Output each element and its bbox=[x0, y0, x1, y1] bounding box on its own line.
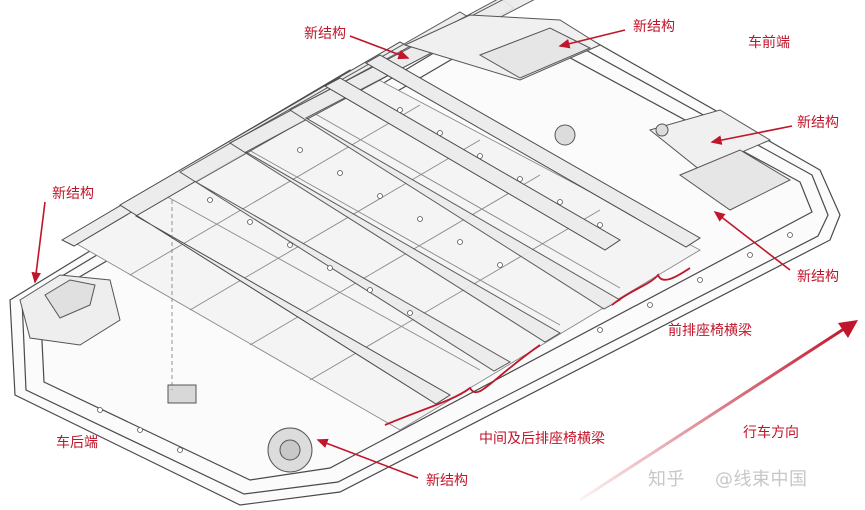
label-front-seat-crossbeam: 前排座椅横梁 bbox=[668, 323, 752, 339]
crossbeams bbox=[60, 0, 701, 405]
label-vehicle-rear-end: 车后端 bbox=[56, 435, 98, 451]
arrow-left bbox=[31, 201, 46, 284]
arrow-right-upper bbox=[710, 125, 793, 145]
label-new-structure-right-lower: 新结构 bbox=[797, 269, 839, 285]
label-middle-rear-seat-crossbeam: 中间及后排座椅横梁 bbox=[479, 431, 605, 447]
rear-end-components bbox=[19, 274, 313, 473]
label-vehicle-front-end: 车前端 bbox=[748, 35, 790, 51]
arrow-top-center bbox=[558, 29, 626, 49]
watermark-platform: 知乎 bbox=[648, 469, 685, 490]
driving-direction-arrow bbox=[579, 320, 858, 502]
label-new-structure-bottom: 新结构 bbox=[426, 473, 468, 489]
label-driving-direction: 行车方向 bbox=[743, 425, 799, 441]
arrow-top-left bbox=[349, 35, 410, 60]
arrow-bottom bbox=[316, 438, 419, 479]
annotation-arrows bbox=[31, 29, 793, 479]
label-new-structure-right-upper: 新结构 bbox=[797, 115, 839, 131]
crossbeam-highlights bbox=[384, 267, 691, 426]
label-new-structure-top-left: 新结构 bbox=[304, 26, 346, 42]
rivets bbox=[97, 107, 793, 453]
arrow-right-lower bbox=[713, 211, 791, 271]
label-new-structure-top-center: 新结构 bbox=[633, 19, 675, 35]
watermark-author: @线束中国 bbox=[715, 469, 808, 490]
label-new-structure-left: 新结构 bbox=[52, 186, 94, 202]
